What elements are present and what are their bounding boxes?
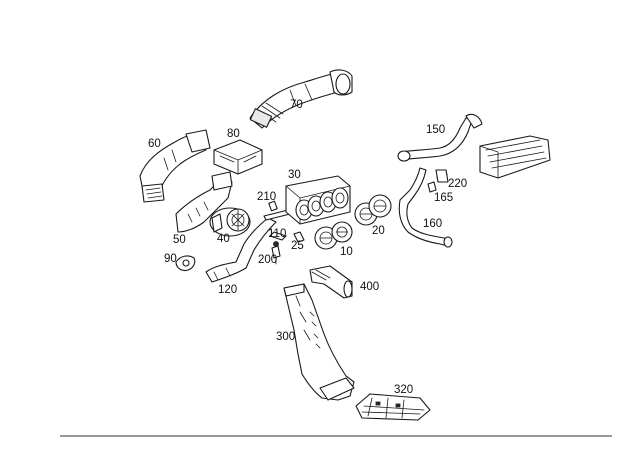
callout-300: 300: [276, 331, 295, 343]
callout-60: 60: [148, 138, 161, 150]
callout-210: 210: [257, 191, 276, 203]
part-160-hose: [398, 167, 453, 248]
part-120-air-duct: [205, 217, 277, 283]
part-400-duct: [309, 265, 353, 299]
callout-160: 160: [423, 218, 442, 230]
part-60-air-duct: [139, 129, 211, 203]
callout-labels: 70 60 80 150 30 220 210 165 20 160 50 40…: [148, 99, 467, 396]
part-200-sensor: [271, 241, 281, 265]
callout-320: 320: [394, 384, 413, 396]
part-110-screw: [269, 231, 287, 241]
callout-220: 220: [448, 178, 467, 190]
part-150-hose: [397, 113, 483, 162]
callout-70: 70: [290, 99, 303, 111]
part-70-air-duct: [249, 69, 353, 129]
callout-50: 50: [173, 234, 186, 246]
part-80-housing: [213, 139, 263, 175]
callout-20: 20: [372, 225, 385, 237]
callout-400: 400: [360, 281, 379, 293]
part-220-connector: [435, 169, 449, 183]
part-20-round-vents: [354, 194, 392, 226]
part-40-blower-motor: [209, 207, 251, 237]
part-25-screw: [293, 231, 305, 243]
part-300-floor-duct: [283, 283, 355, 401]
callout-80: 80: [227, 128, 240, 140]
part-320-outlet-grille: [355, 393, 431, 421]
part-30-flap-module: [285, 175, 351, 225]
callout-200: 200: [258, 254, 277, 266]
callout-120: 120: [218, 284, 237, 296]
part-50-air-duct: [175, 171, 233, 233]
heater-box: [479, 135, 551, 179]
callout-30: 30: [288, 169, 301, 181]
callout-110: 110: [268, 228, 286, 240]
callout-25: 25: [291, 240, 304, 252]
callout-90: 90: [164, 253, 177, 265]
callout-150: 150: [426, 124, 445, 136]
part-90-bracket: [175, 255, 196, 272]
part-165-clip: [427, 181, 437, 193]
callout-10: 10: [340, 246, 353, 258]
callout-40: 40: [217, 233, 230, 245]
callout-165: 165: [434, 192, 453, 204]
part-10-round-vents: [314, 221, 353, 250]
